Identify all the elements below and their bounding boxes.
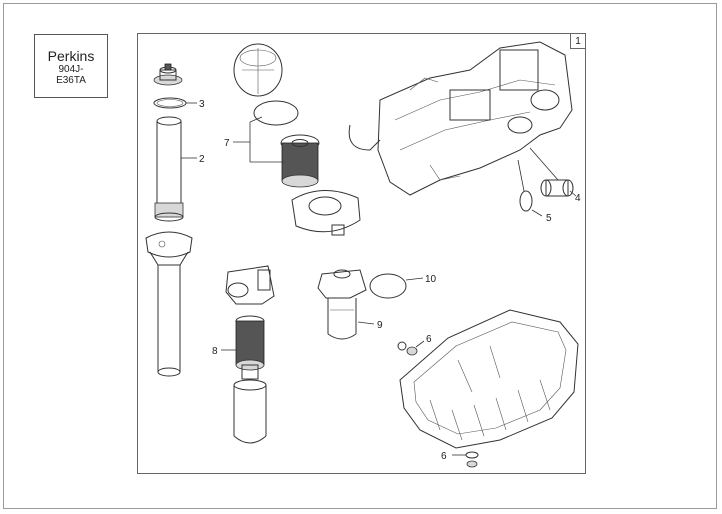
filter-element-housing[interactable] [145,231,193,377]
brand-name: Perkins [47,48,95,64]
strainer-4[interactable] [529,147,574,197]
page-tag: 1 [570,33,586,49]
leader-lines-9-10 [357,277,424,325]
drain-plug-6-upper[interactable] [397,340,425,356]
engine-assembly[interactable] [348,41,573,196]
callout-10: 10 [425,274,437,285]
seal-ring-7[interactable] [253,100,299,126]
diagram-frame [137,33,586,474]
engine-model-line1: 904J- [58,64,84,75]
filter-top-cap[interactable] [153,63,183,86]
drawing-border [3,3,717,509]
leader-lines-4-5 [531,190,577,217]
oil-filter-cap[interactable] [233,43,283,97]
oil-pan[interactable] [399,309,579,449]
callout-2: 2 [199,154,205,165]
fuel-filter-element-8[interactable] [235,315,265,380]
fuel-filter-housing[interactable] [225,265,275,305]
callout-4: 4 [575,193,581,204]
seal-ring-3[interactable] [153,97,187,109]
air-filter-cartridge-2[interactable] [154,116,184,222]
callout-6-lower: 6 [441,451,447,462]
callout-6-upper: 6 [426,334,432,345]
callout-7-leader [233,116,284,163]
filter-head[interactable] [291,189,361,236]
o-ring-10[interactable] [369,273,407,299]
engine-model-line2: E36TA [56,75,86,86]
fuel-filter-bowl[interactable] [233,379,267,444]
drain-plug-6-lower[interactable] [452,451,479,468]
brand-box: Perkins 904J- E36TA [34,34,108,98]
o-ring-5[interactable] [517,159,533,212]
callout-5: 5 [546,213,552,224]
fuel-filter-head-9[interactable] [317,269,367,299]
fuel-filter-bowl-9[interactable] [327,298,357,340]
callout-7: 7 [224,138,230,149]
oil-filter-element-7[interactable] [280,134,320,188]
callout-3: 3 [199,99,205,110]
callout-8: 8 [212,346,218,357]
callout-9: 9 [377,320,383,331]
